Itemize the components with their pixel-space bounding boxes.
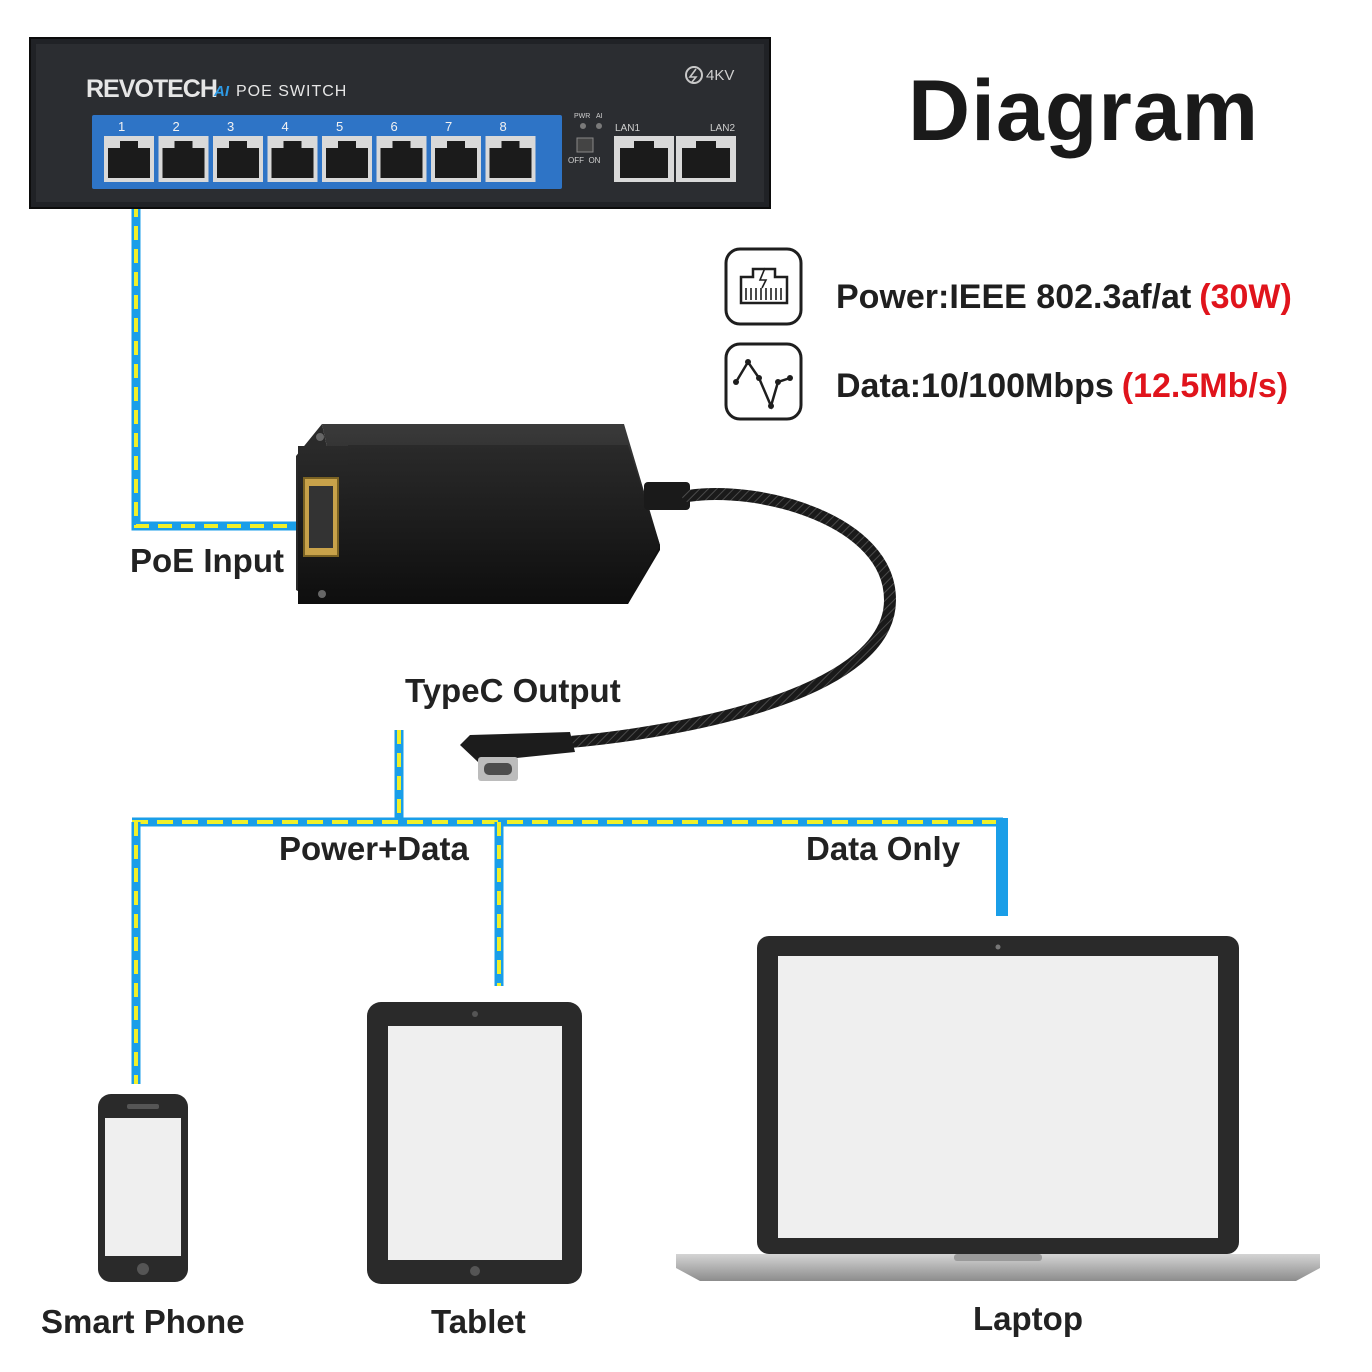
poe-port-number: 2 — [173, 119, 180, 134]
poe-port-number: 6 — [391, 119, 398, 134]
poe-port-number: 3 — [227, 119, 234, 134]
poe-splitter-adapter — [296, 424, 690, 604]
ethernet-port-icon — [724, 247, 803, 326]
switch-lan1-label: LAN1 — [615, 123, 640, 134]
switch-ai-led-label: AI — [596, 113, 603, 120]
ai-toggle-switch — [576, 137, 594, 153]
poe-input-label: PoE Input — [130, 542, 284, 579]
poe-ports: 1 2 3 4 5 6 7 8 — [104, 119, 536, 182]
typec-cable — [564, 488, 897, 748]
poe-port-number: 4 — [282, 119, 289, 134]
page-title: Diagram — [908, 63, 1260, 159]
power-spec-value: (30W) — [1199, 278, 1292, 316]
poe-port-number: 1 — [118, 119, 125, 134]
tablet — [367, 1002, 582, 1284]
smart-phone — [98, 1094, 188, 1282]
switch-onoff-label: OFF ON — [568, 156, 601, 165]
poe-port-1: 1 — [104, 119, 154, 182]
data-only-label: Data Only — [806, 830, 961, 867]
uplink-ports — [614, 136, 736, 182]
switch-surge: 4KV — [706, 67, 734, 84]
poe-port-8: 8 — [485, 119, 536, 182]
smart-phone-label: Smart Phone — [41, 1303, 245, 1340]
switch-brand: REVOTECH — [86, 75, 217, 103]
power-spec-label: Power:IEEE 802.3af/at — [836, 278, 1192, 316]
switch-ai: AI — [213, 83, 230, 100]
poe-port-4: 4 — [267, 119, 318, 182]
switch-pwr-label: PWR — [574, 113, 590, 120]
poe-port-number: 8 — [500, 119, 507, 134]
tablet-label: Tablet — [431, 1303, 526, 1340]
poe-port-3: 3 — [213, 119, 263, 182]
data-spec-value: (12.5Mb/s) — [1121, 367, 1289, 405]
switch-model: POE SWITCH — [236, 83, 347, 100]
poe-port-number: 5 — [336, 119, 343, 134]
power-spec: Power:IEEE 802.3af/at(30W) — [836, 278, 1292, 317]
cable-switch-to-adapter — [131, 180, 305, 531]
power-data-label: Power+Data — [279, 830, 469, 867]
data-spec-label: Data:10/100Mbps — [836, 367, 1114, 405]
signal-graph-icon — [724, 342, 803, 421]
poe-port-5: 5 — [322, 119, 372, 182]
typec-output-label: TypeC Output — [405, 672, 621, 709]
typec-connector — [460, 732, 575, 781]
switch-lan2-label: LAN2 — [710, 123, 735, 134]
laptop-label: Laptop — [973, 1300, 1083, 1337]
lan-port-1 — [614, 136, 674, 182]
laptop — [676, 936, 1320, 1281]
poe-port-6: 6 — [376, 119, 427, 182]
lan-port-2 — [676, 136, 736, 182]
poe-port-7: 7 — [431, 119, 481, 182]
lightning-icon — [685, 66, 703, 84]
poe-port-2: 2 — [158, 119, 209, 182]
poe-port-number: 7 — [445, 119, 452, 134]
cables — [131, 180, 1008, 1084]
data-spec: Data:10/100Mbps(12.5Mb/s) — [836, 367, 1288, 406]
